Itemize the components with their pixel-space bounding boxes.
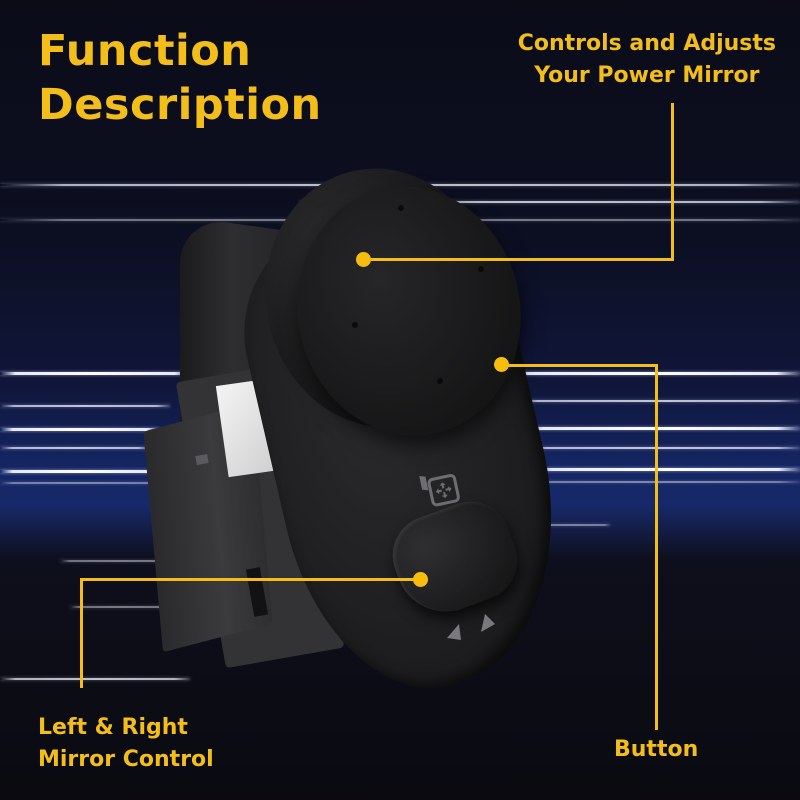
callout-dot: [356, 252, 371, 267]
right-arrow-icon: [481, 614, 495, 632]
callout-text-line-1: Controls and Adjusts: [517, 31, 776, 56]
callout-dot: [413, 572, 428, 587]
title-line-1: Function: [38, 26, 252, 76]
callout-label-power-mirror: Controls and Adjusts Your Power Mirror: [518, 28, 776, 92]
callout-text-line-2: Mirror Control: [38, 747, 214, 772]
title-line-2: Description: [38, 80, 322, 130]
knob-detent: [437, 378, 443, 384]
callout-text-line-2: Your Power Mirror: [534, 63, 760, 88]
callout-text-line-1: Left & Right: [38, 715, 188, 740]
callout-label-left-right: Left & Right Mirror Control: [38, 712, 214, 776]
knob-detent: [478, 266, 484, 272]
callout-dot: [494, 357, 509, 372]
knob-detent: [352, 322, 358, 328]
mirror-adjust-icon: [419, 474, 460, 507]
callout-label-button: Button: [614, 737, 699, 762]
page-title: Function Description: [38, 24, 322, 132]
left-right-arrows-icon: [447, 614, 495, 640]
left-arrow-icon: [447, 624, 461, 640]
knob-detent: [398, 205, 404, 211]
